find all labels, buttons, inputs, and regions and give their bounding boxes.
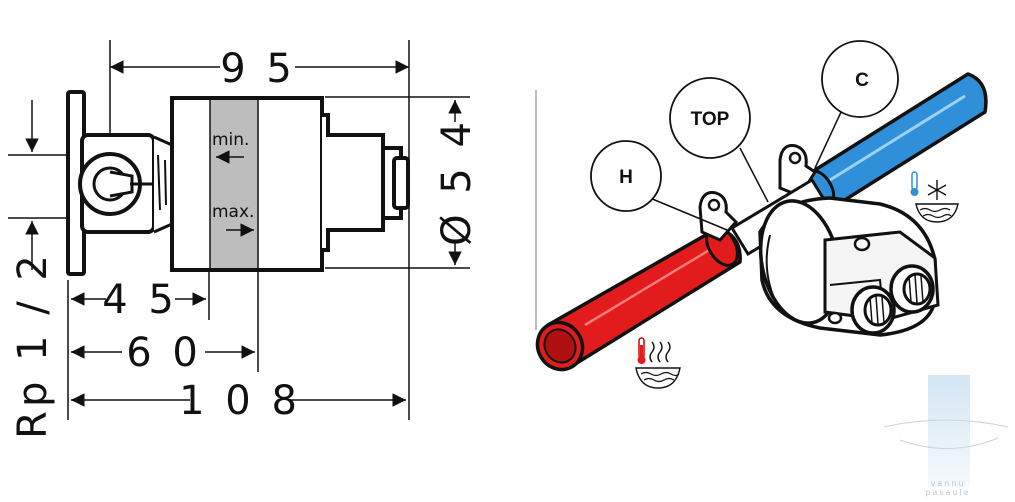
hot-water-icon (635, 337, 681, 389)
dimension-45-label: 4 5 (102, 277, 178, 323)
callout-cold: C (821, 40, 899, 118)
dimension-thread-label: Rp 1 / 2 (10, 251, 56, 439)
callout-top: TOP (669, 77, 751, 159)
dimension-60: 6 0 (71, 330, 255, 376)
hot-pipe (535, 225, 742, 372)
min-marker-label: min. (212, 130, 249, 150)
callout-hot-label: H (619, 167, 633, 188)
dimension-60-label: 6 0 (126, 330, 202, 376)
technical-drawing: 9 5 Ø 5 4 Rp 1 / 2 4 5 6 0 (8, 40, 480, 439)
dimension-108: 1 0 8 (71, 378, 406, 424)
dimension-45: 4 5 (71, 277, 206, 323)
callout-hot: H (590, 140, 662, 212)
dimension-thread: Rp 1 / 2 (8, 100, 75, 439)
callout-cold-label: C (855, 70, 869, 91)
watermark-logo: vannu pasaule (883, 375, 1009, 497)
dimension-95: 9 5 (110, 46, 409, 92)
inlet-connector (78, 133, 174, 234)
hot-bracket (698, 191, 739, 242)
stop-valve-right (889, 264, 935, 314)
valve-body: min. max. (170, 96, 324, 272)
max-marker-label: max. (212, 202, 254, 222)
stop-valve-left (850, 285, 896, 335)
watermark-text-2: pasaule (925, 488, 970, 497)
dimension-95-label: 9 5 (220, 46, 296, 92)
thermostat-body (758, 196, 940, 337)
watermark-text-1: vannu (931, 479, 966, 488)
dimension-54: Ø 5 4 (325, 96, 480, 269)
callout-top-label: TOP (691, 109, 730, 130)
dimension-54-label: Ø 5 4 (434, 118, 480, 246)
installation-illustration: H TOP C (535, 40, 988, 389)
cold-water-icon (910, 171, 959, 223)
outlet-cap (322, 113, 410, 252)
dimension-108-label: 1 0 8 (179, 378, 301, 424)
plaster-zone (210, 100, 258, 268)
